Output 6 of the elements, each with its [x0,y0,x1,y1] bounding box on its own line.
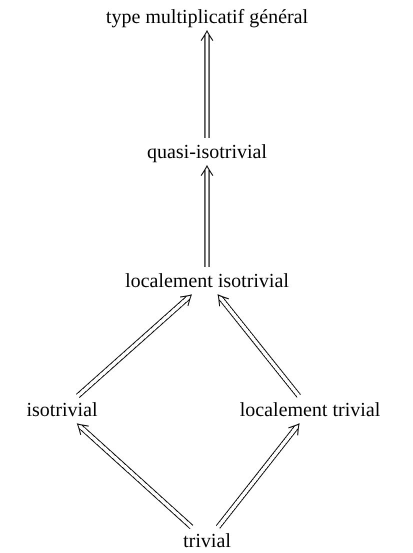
node-label: isotrivial [24,398,100,422]
node-label: localement isotrivial [123,269,291,293]
node-label: trivial [181,529,233,553]
node-label: type multiplicatif général [104,5,310,29]
node-label: localement trivial [238,398,382,422]
node-label: quasi-isotrivial [145,140,269,164]
